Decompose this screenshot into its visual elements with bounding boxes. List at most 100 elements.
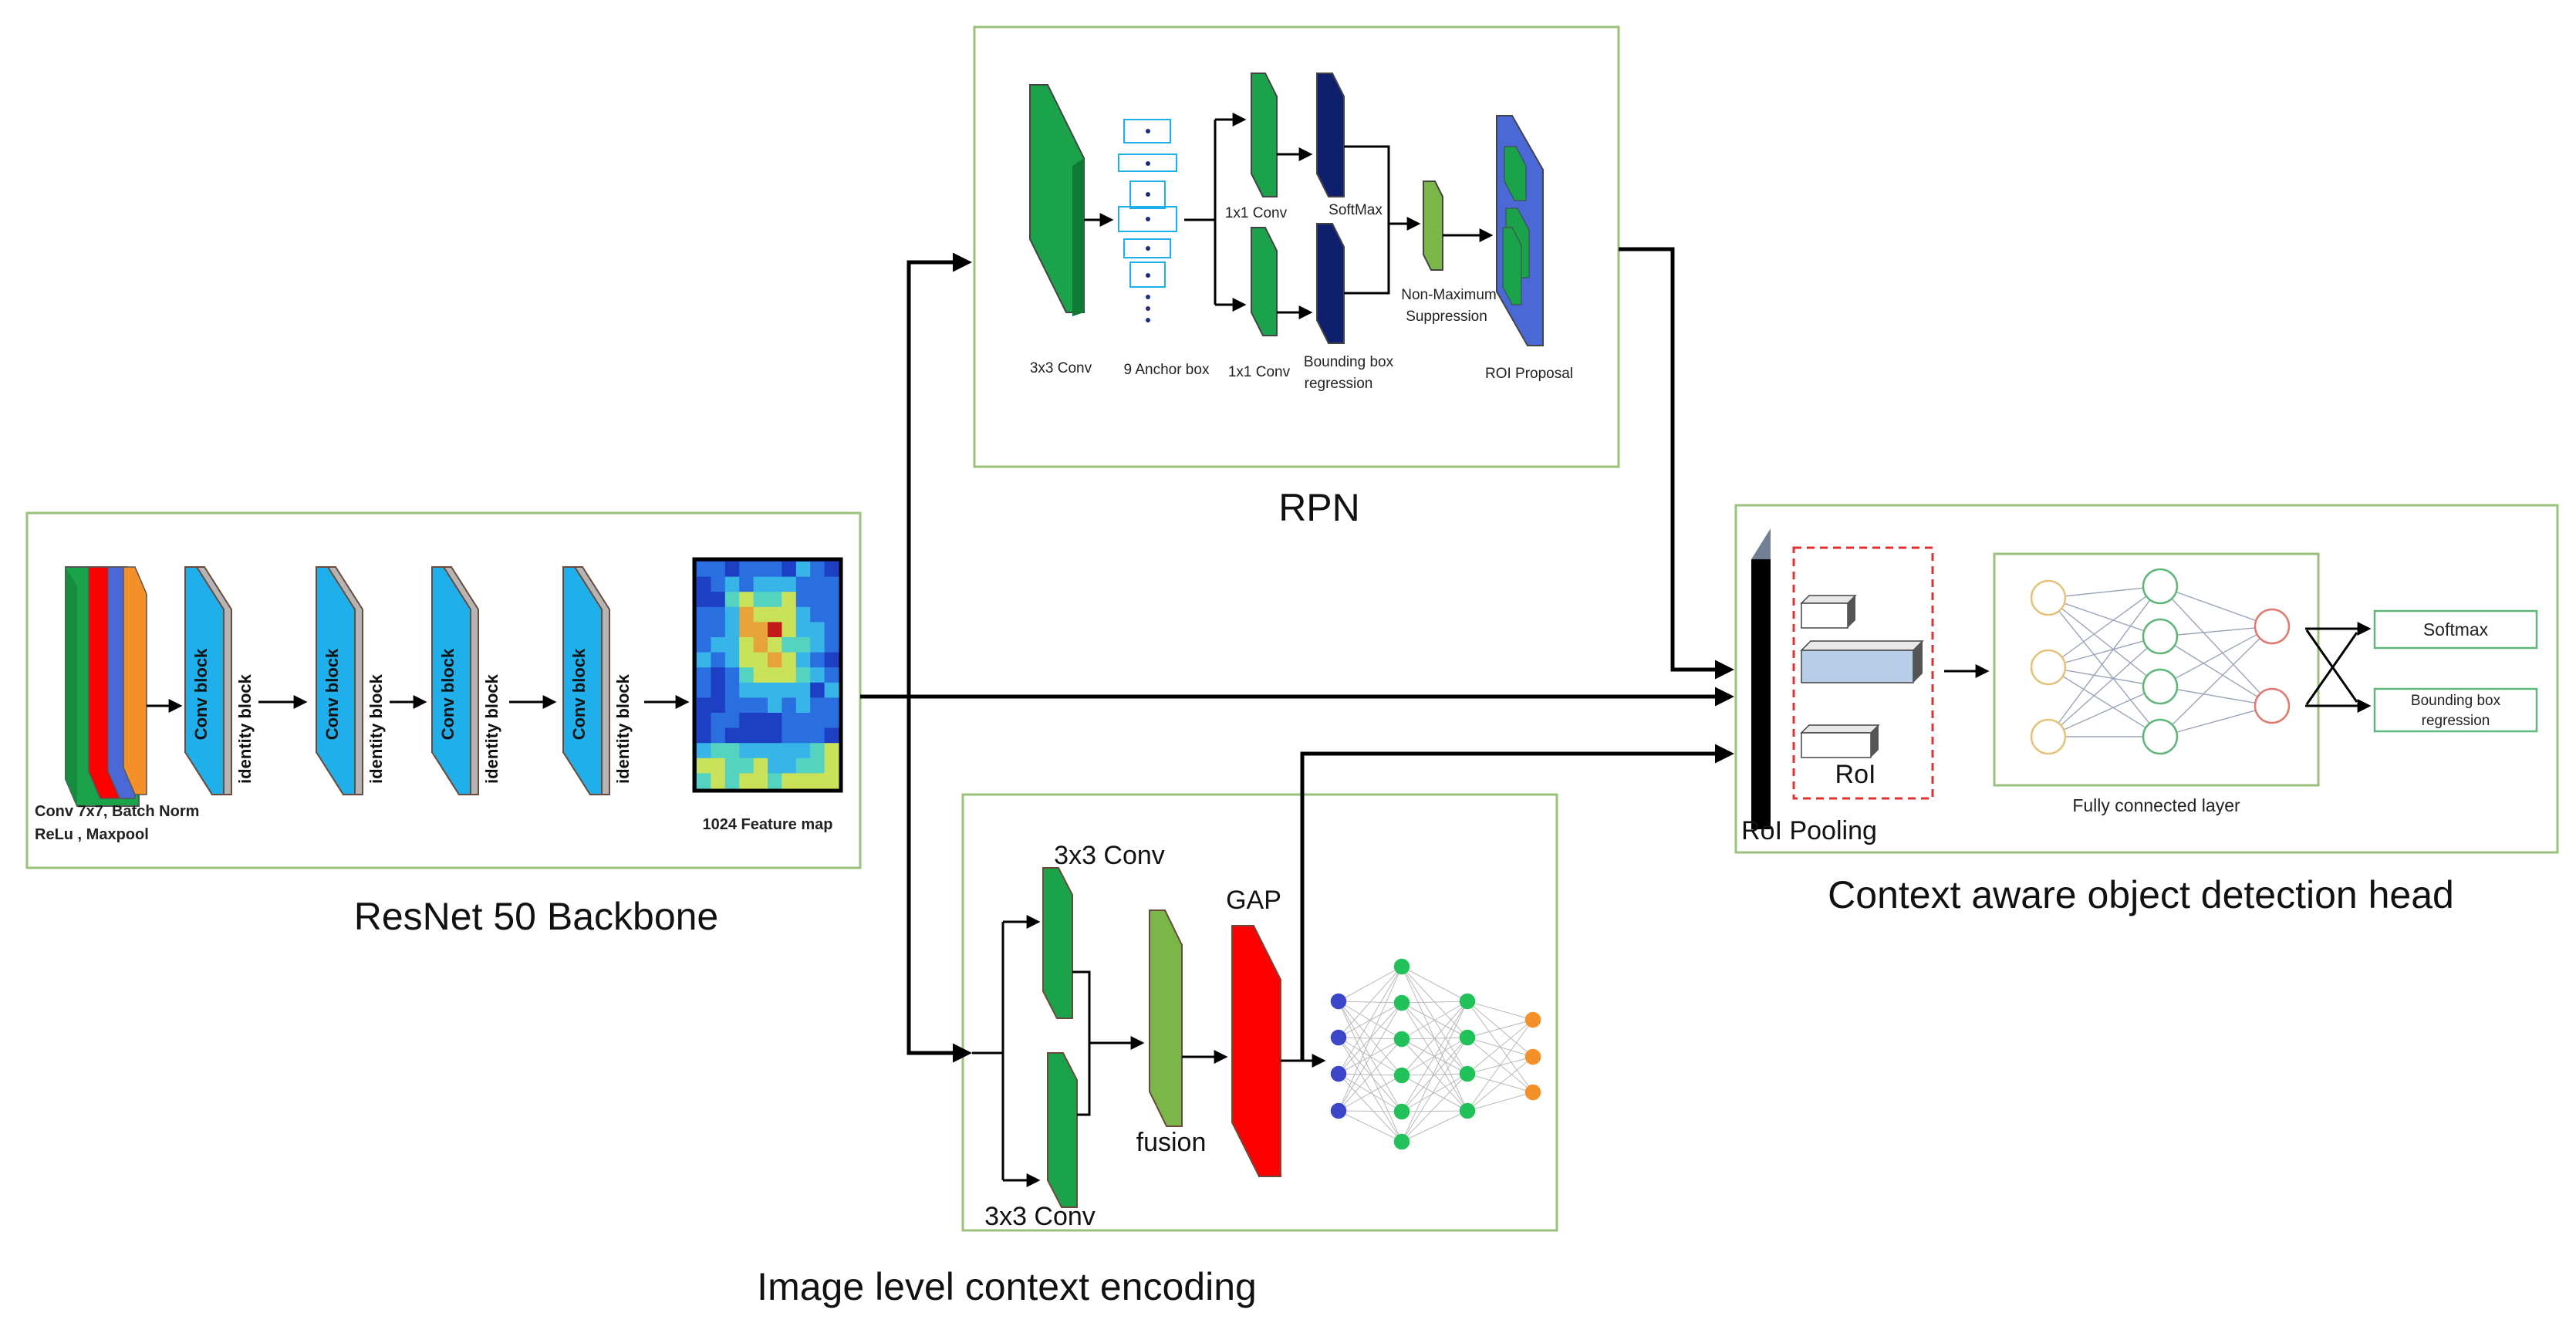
heatmap-cell <box>768 592 782 608</box>
net-node <box>1393 1133 1410 1150</box>
stem-label-line2: ReLu , Maxpool <box>35 826 149 843</box>
heatmap-cell <box>795 576 811 592</box>
heatmap-cell <box>824 667 839 683</box>
heatmap-cell <box>739 576 755 592</box>
heatmap-cell <box>739 727 755 744</box>
net-node <box>1330 1029 1347 1046</box>
net-edge <box>1338 966 1403 1002</box>
heatmap-cell <box>795 622 811 638</box>
heatmap-cell <box>711 562 726 578</box>
heatmap-cell <box>795 606 811 623</box>
net-edge <box>1401 1073 1468 1142</box>
net-edge <box>1338 966 1403 1075</box>
net-edge <box>1401 1073 1468 1112</box>
softmax-output <box>2373 609 2538 650</box>
nms-label-line2: Suppression <box>1406 309 1487 325</box>
roi-label: RoI <box>1835 760 1876 789</box>
softmax-label: SoftMax <box>1329 202 1383 218</box>
fusion-label: fusion <box>1136 1128 1207 1157</box>
net-edge <box>1338 1110 1403 1142</box>
conv-block-group-3: Conv block identity block <box>431 566 501 795</box>
heatmap-cell <box>753 606 768 623</box>
conv1x1-bottom-label: 1x1 Conv <box>1228 364 1291 380</box>
backbone-title: ResNet 50 Backbone <box>354 895 719 938</box>
feature-map-label: 1024 Feature map <box>703 816 833 833</box>
heatmap-cell <box>824 576 839 592</box>
anchor-label: 9 Anchor box <box>1124 362 1210 378</box>
net-node <box>2030 649 2067 686</box>
heatmap-cell <box>824 682 839 698</box>
heatmap-cell <box>753 773 768 789</box>
heatmap-cell <box>810 743 825 759</box>
context-mlp <box>1330 958 1541 1150</box>
net-node <box>1393 1103 1410 1120</box>
heatmap-cell <box>697 592 711 608</box>
heatmap-cell <box>810 637 825 653</box>
heatmap-cell <box>711 682 726 698</box>
heatmap-cell <box>697 713 711 729</box>
heatmap-cell <box>824 637 839 653</box>
net-edge <box>1338 1073 1403 1142</box>
net-edge <box>1338 1038 1403 1112</box>
heatmap-cell <box>824 592 839 608</box>
net-node <box>2030 579 2067 616</box>
heatmap-cell <box>739 622 755 638</box>
heatmap-cell <box>795 562 811 578</box>
heatmap-cell <box>697 743 711 759</box>
heatmap-cell <box>824 697 839 714</box>
net-edge <box>2048 597 2161 687</box>
heatmap-cell <box>753 697 768 714</box>
heatmap-cell <box>697 637 711 653</box>
heatmap-cell <box>711 727 726 744</box>
heatmap-cell <box>739 562 755 578</box>
roi-proposal-block <box>1496 115 1544 346</box>
net-node <box>1459 1029 1476 1046</box>
heatmap-cell <box>739 637 755 653</box>
heatmap-cell <box>739 667 755 683</box>
roi-pooling-label: RoI Pooling <box>1741 816 1877 845</box>
heatmap-cell <box>768 652 782 668</box>
heatmap-cell <box>810 682 825 698</box>
heatmap-cell <box>724 562 740 578</box>
heatmap-cell <box>739 606 755 623</box>
net-edge <box>2048 636 2161 668</box>
heatmap-cell <box>768 576 782 592</box>
roi-pooled-boxes <box>1800 595 1924 758</box>
feature-map <box>692 557 843 793</box>
heatmap-cell <box>810 727 825 744</box>
net-node <box>1459 993 1476 1010</box>
ctx-conv-top <box>1042 867 1073 1019</box>
heatmap-cell <box>810 576 825 592</box>
net-edge <box>2159 705 2273 737</box>
net-edge <box>1467 1056 1534 1112</box>
net-node <box>1330 1102 1347 1119</box>
heatmap-cell <box>753 758 768 774</box>
heatmap-cell <box>711 667 726 683</box>
net-edge <box>1401 1001 1468 1076</box>
net-edge <box>1467 1073 1534 1093</box>
net-edge <box>2048 597 2161 737</box>
identity-block-label: identity block <box>482 673 501 784</box>
heatmap-cell <box>824 773 839 789</box>
heatmap-cell <box>711 652 726 668</box>
roi-region <box>1792 546 1934 800</box>
ctx-conv-top-label: 3x3 Conv <box>1054 841 1165 870</box>
heatmap-cell <box>824 562 839 578</box>
net-node <box>1393 1031 1410 1048</box>
net-edge <box>1401 1001 1468 1142</box>
heatmap-cell <box>724 682 740 698</box>
net-node <box>1393 994 1410 1011</box>
net-edge <box>1338 966 1403 1112</box>
conv1x1-top-label: 1x1 Conv <box>1225 205 1288 221</box>
heatmap-cell <box>768 743 782 759</box>
heatmap-cell <box>795 758 811 774</box>
heatmap-cell <box>711 637 726 653</box>
heatmap-cell <box>768 697 782 714</box>
net-edge <box>1401 1110 1468 1142</box>
heatmap-cell <box>739 682 755 698</box>
heatmap-cell <box>753 622 768 638</box>
heatmap-cell <box>753 682 768 698</box>
net-node <box>2142 568 2179 605</box>
bbox-reg-block <box>1316 223 1345 344</box>
net-edge <box>1338 1075 1403 1112</box>
